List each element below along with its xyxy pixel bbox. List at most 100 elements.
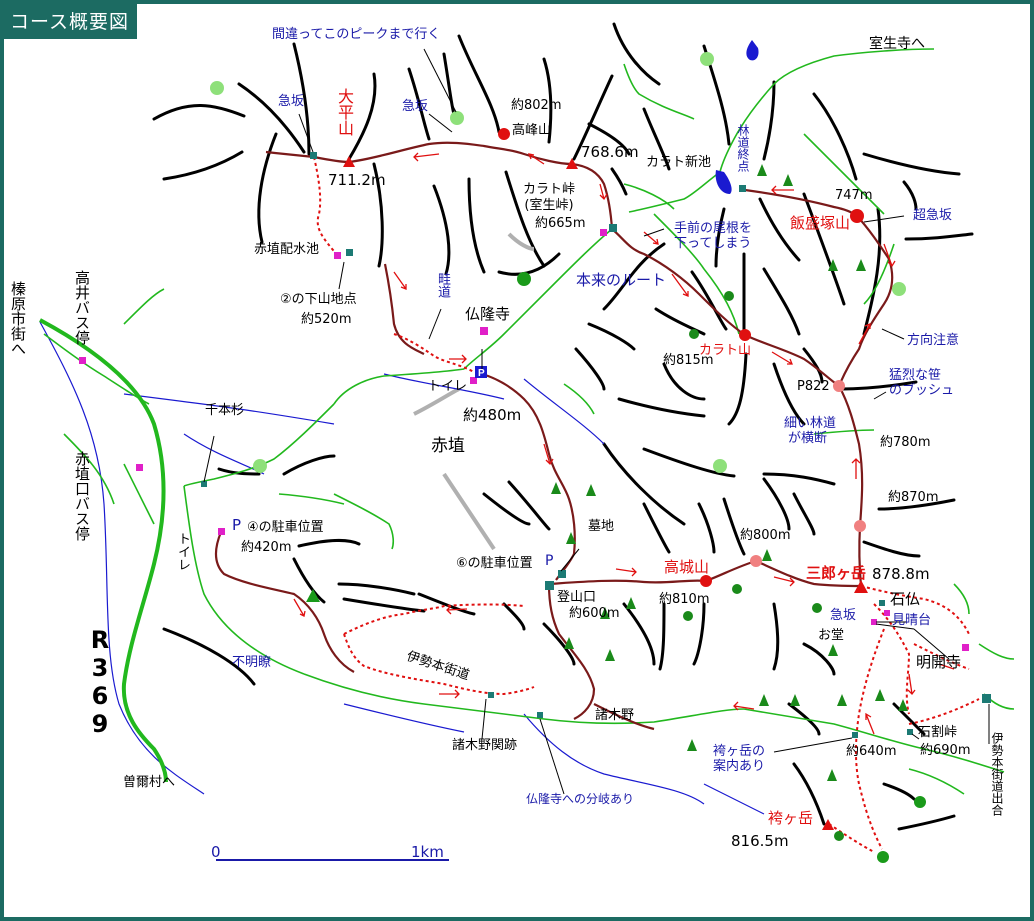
odou-icon (871, 619, 877, 625)
crossing-road-label-2: が横断 (788, 431, 828, 446)
taiheizan-elevation: 711.2m (328, 171, 386, 189)
ishiwari-pass-label: 石割峠 (918, 725, 958, 740)
elevation-870-label: 約870m (888, 490, 939, 505)
elevation-690-label: 約690m (920, 743, 971, 758)
toilet-icon (470, 377, 477, 384)
parking-6-label: ⑥の駐車位置 (456, 556, 533, 571)
pond-icon (746, 40, 759, 61)
viewpoints (210, 52, 906, 473)
viewpoint-icon (892, 282, 906, 296)
p822-label: P822 (797, 379, 830, 394)
saburo-label: 三郎ヶ岳 (806, 564, 867, 582)
hakama-triangle-icon (822, 819, 834, 830)
facility-icon (334, 252, 341, 259)
facility-markers (79, 229, 969, 651)
hakamagatake-label: 袴ヶ岳 (768, 809, 814, 827)
green-peak-icon (306, 589, 320, 602)
bamboo-bush-label-1: 猛烈な笹 (889, 368, 942, 383)
viewpoint-icon (877, 851, 889, 863)
karato-pond-icon (715, 170, 732, 194)
descent-point-label: ②の下山地点 (280, 292, 357, 307)
butsuryuji-label: 仏隆寺 (465, 305, 511, 323)
streams (39, 321, 765, 815)
morokino-checkpoint-label: 諸木野関跡 (452, 738, 518, 753)
iimoritsuka-summit-icon (850, 209, 864, 223)
p822-icon (833, 380, 845, 392)
koubouzan-elevation: 約802m (511, 98, 562, 113)
taiheizan-triangle-icon (343, 156, 355, 167)
viewpoint-icon (253, 459, 267, 473)
takagiyama-label: 高城山 (664, 558, 710, 576)
stone-buddha-label: 石仏 (890, 590, 921, 608)
unclear-label: 不明瞭 (232, 655, 272, 670)
saburo-elevation: 878.8m (872, 565, 930, 583)
parking-icon (475, 366, 487, 378)
parking-markers: P (475, 366, 487, 379)
correct-route-label: 本来のルート (576, 271, 667, 289)
steep-label-3: 急坂 (830, 608, 857, 623)
crossing-road-label-1: 細い林道 (784, 416, 837, 431)
iimoritsuka-label: 飯盛塚山 (790, 214, 851, 232)
hall-label: お堂 (818, 628, 845, 643)
observation-deck-label: 見晴台 (892, 613, 932, 628)
leader-lines (203, 48, 990, 795)
summit-markers (343, 128, 868, 830)
facility-icon (600, 229, 607, 236)
hakama-guide-label-2: 案内あり (713, 759, 766, 774)
p800-icon (750, 555, 762, 567)
karato-pond-label: カラト新池 (646, 155, 712, 170)
akabane-reservoir-label: 赤埴配水池 (254, 242, 320, 257)
parking-p6-label: P (545, 553, 554, 569)
trailhead-elevation: 約600m (569, 606, 620, 621)
to-haibara-label: 榛原市街へ (9, 281, 27, 356)
very-steep-label: 超急坂 (913, 208, 953, 223)
cemetery-label: 墓地 (588, 519, 615, 534)
p870-icon (854, 520, 866, 532)
karatoyama-summit-icon (739, 329, 751, 341)
branch-label: 仏隆寺への分岐あり (526, 792, 635, 806)
map-title: コース概要図 (4, 4, 138, 39)
direction-arrows (293, 152, 955, 735)
descent-point-elevation: 約520m (301, 312, 352, 327)
steep-label-2: 急坂 (402, 99, 429, 114)
wrong-ridge-label-2: 下ってしまう (674, 236, 752, 251)
steep-label: 急坂 (278, 94, 305, 109)
karatoyama-elevation: 約815m (663, 353, 714, 368)
viewpoint-icon (210, 81, 224, 95)
direction-caution-label: 方向注意 (907, 333, 960, 348)
viewpoint-icon (700, 52, 714, 66)
landmark-icon (852, 732, 858, 738)
myokaiji-label: 明開寺 (916, 653, 962, 671)
landmark-icon (739, 185, 746, 192)
takagiyama-summit-icon (700, 575, 712, 587)
field-path-label: 畦道 (435, 272, 450, 298)
bus-stop-icon (79, 357, 86, 364)
akabaneguchi-bus-stop-label: 赤埴口バス停 (73, 451, 91, 541)
myokaiji-icon (962, 644, 969, 651)
to-muroji-label: 室生寺へ (869, 36, 925, 52)
viewpoint-icon (914, 796, 926, 808)
koubouzan-label: 高峰山 (512, 123, 552, 138)
butsuryuji-icon (480, 327, 488, 335)
map-drawing: P (39, 22, 1015, 863)
koubouzan-summit-icon (498, 128, 510, 140)
viewpoint-icon (450, 111, 464, 125)
senbonsugi-label: 千本杉 (205, 403, 245, 418)
landmark-markers (201, 152, 991, 738)
p7686-triangle-icon (566, 158, 578, 169)
tree-icons (551, 164, 908, 841)
landmark-icon (982, 694, 991, 703)
hakamagatake-elevation: 816.5m (731, 832, 789, 850)
parking-p-label: P (232, 516, 242, 534)
elevation-780-label: 約780m (880, 435, 931, 450)
route-369-road (39, 318, 168, 783)
landmark-icon (558, 570, 566, 578)
saburo-triangle-icon (854, 580, 868, 593)
forest-road-end-label: 林道終点 (736, 124, 750, 172)
scale-zero-label: 0 (211, 843, 221, 861)
wrong-ridge-label-1: 手前の尾根を (674, 221, 753, 236)
landmark-icon (907, 729, 913, 735)
route-369-label: R369 (86, 626, 114, 738)
landmark-icon (310, 152, 317, 159)
